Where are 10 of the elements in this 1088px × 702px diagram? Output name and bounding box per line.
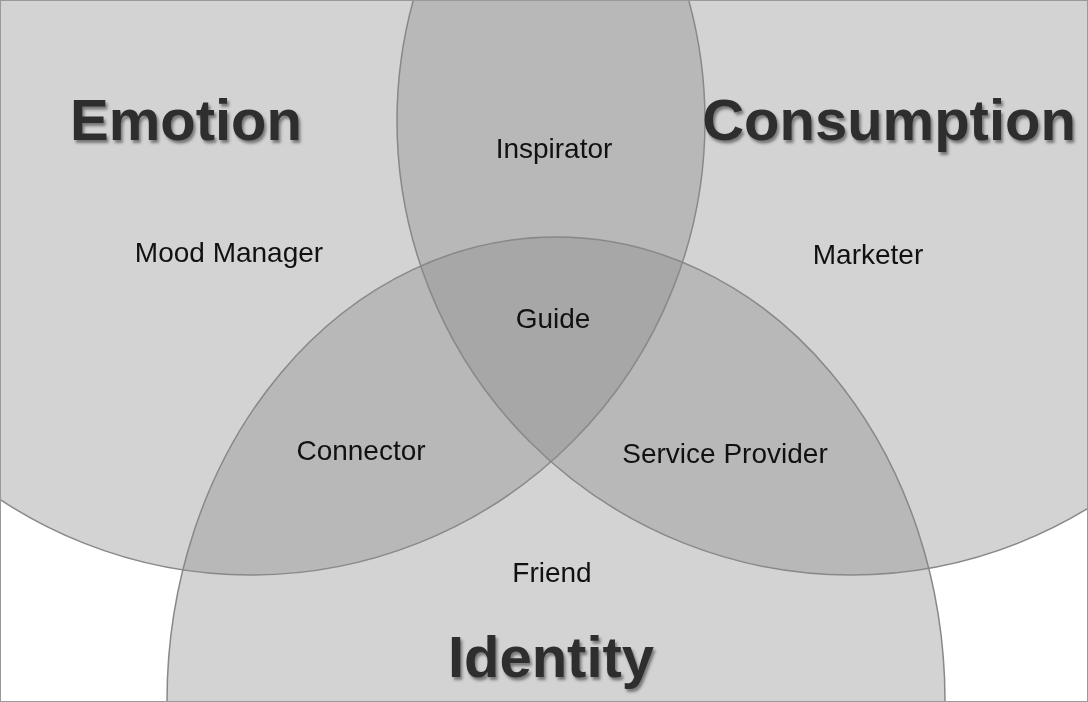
set-heading: Emotion bbox=[70, 85, 302, 153]
region-label: Marketer bbox=[812, 239, 924, 271]
region-label: Guide bbox=[515, 303, 591, 335]
region-label: Connector bbox=[296, 435, 426, 467]
set-heading: Identity bbox=[447, 622, 655, 690]
set-heading: Consumption bbox=[702, 85, 1076, 153]
region-label: Inspirator bbox=[495, 133, 613, 165]
region-label: Friend bbox=[512, 557, 592, 589]
region-label: Mood Manager bbox=[134, 237, 324, 269]
region-label: Service Provider bbox=[622, 438, 828, 470]
